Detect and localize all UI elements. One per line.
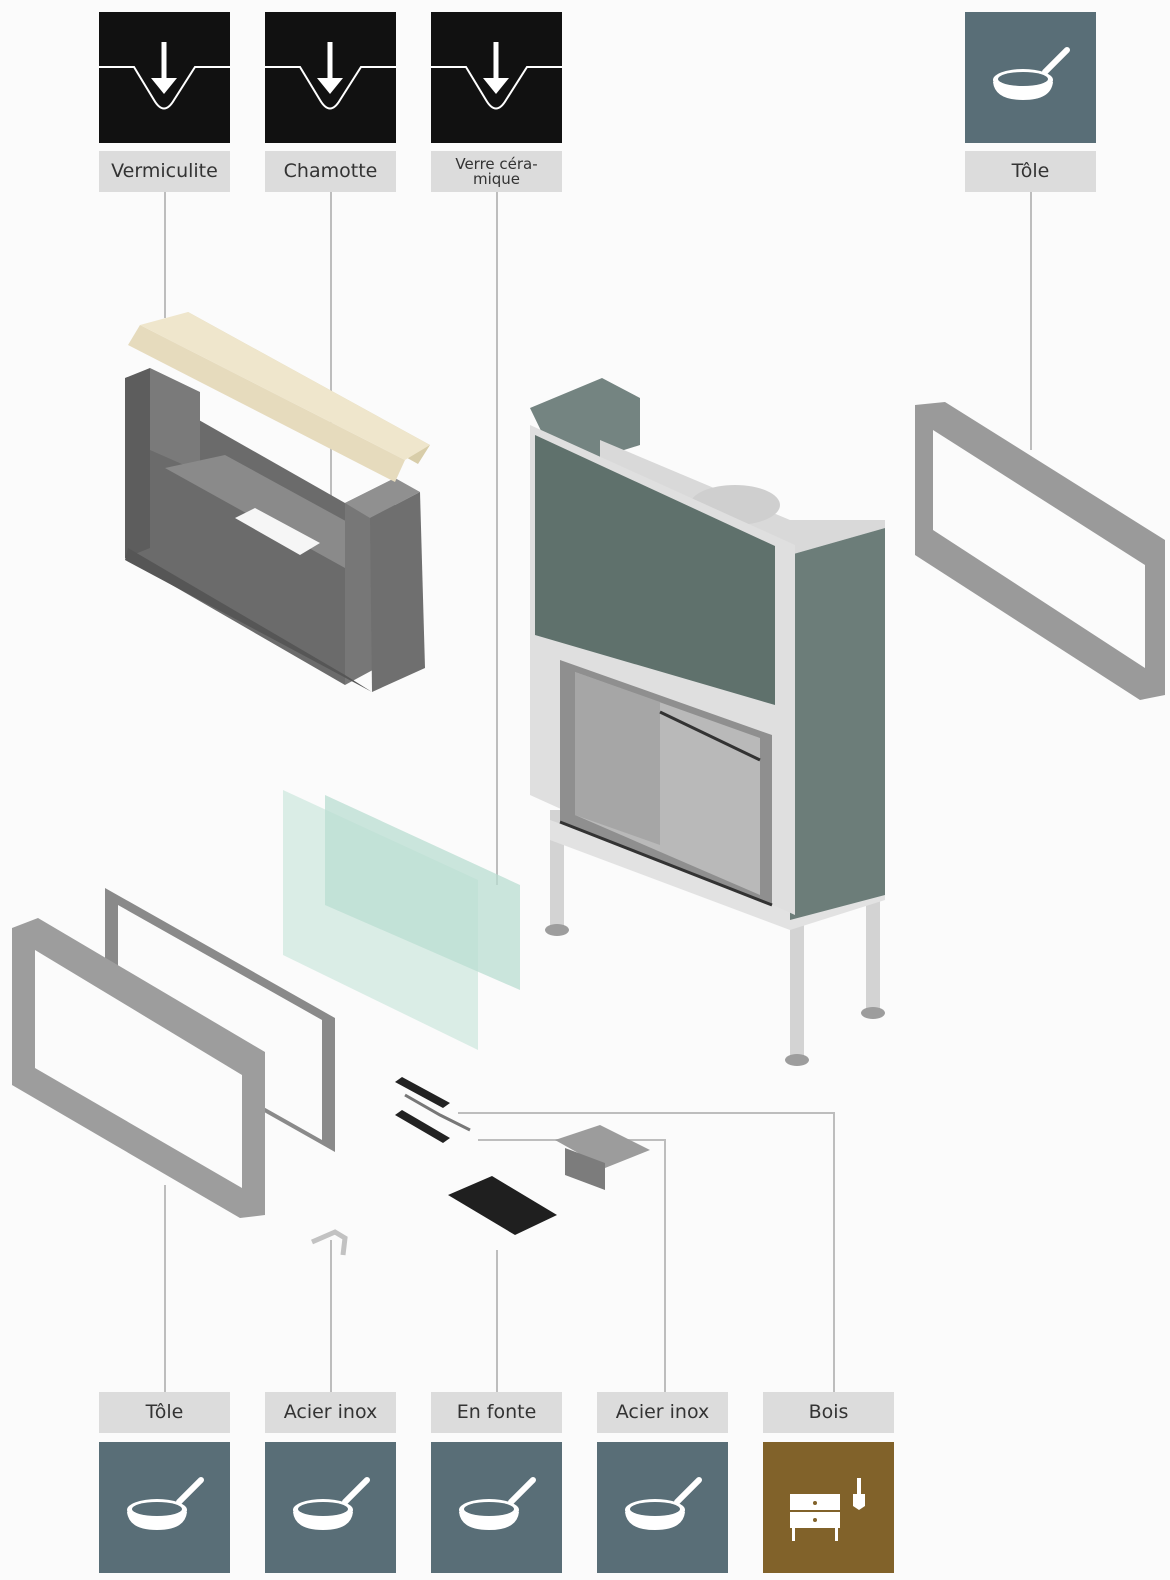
label-vermiculite: Vermiculite <box>99 151 230 192</box>
absorb-arrow-icon <box>431 12 562 143</box>
pan-tile-tole <box>99 1442 230 1573</box>
label-bois: Bois <box>763 1392 894 1433</box>
absorb-icon-chamotte <box>265 12 396 143</box>
frying-pan-icon <box>431 1442 562 1573</box>
label-tole-right: Tôle <box>965 151 1096 192</box>
sheet-metal-frame-right <box>915 402 1165 700</box>
label-verre-ceramique: Verre céra- mique <box>431 151 562 192</box>
label-tole: Tôle <box>99 1392 230 1433</box>
label-acier-inox-2: Acier inox <box>597 1392 728 1433</box>
label-acier-inox-1: Acier inox <box>265 1392 396 1433</box>
absorb-arrow-icon <box>99 12 230 143</box>
fireplace-insert-body <box>530 378 885 1066</box>
frying-pan-icon <box>99 1442 230 1573</box>
firebox-lining-part <box>125 312 430 692</box>
label-chamotte: Chamotte <box>265 151 396 192</box>
leader-bois <box>458 1113 834 1392</box>
frying-pan-icon <box>597 1442 728 1573</box>
leader-acier-inox-2 <box>478 1140 665 1392</box>
absorb-icon-vermiculite <box>99 12 230 143</box>
pan-tile-en-fonte <box>431 1442 562 1573</box>
absorb-icon-verre <box>431 12 562 143</box>
pan-tile-acier-inox-2 <box>597 1442 728 1573</box>
pan-tile-acier-inox-1 <box>265 1442 396 1573</box>
accessories-parts <box>312 1077 650 1255</box>
label-en-fonte: En fonte <box>431 1392 562 1433</box>
absorb-arrow-icon <box>265 12 396 143</box>
frying-pan-icon <box>265 1442 396 1573</box>
furniture-tile-bois <box>763 1442 894 1573</box>
frying-pan-icon <box>965 12 1096 143</box>
furniture-brush-icon <box>763 1442 894 1573</box>
pan-tile-tole-right <box>965 12 1096 143</box>
